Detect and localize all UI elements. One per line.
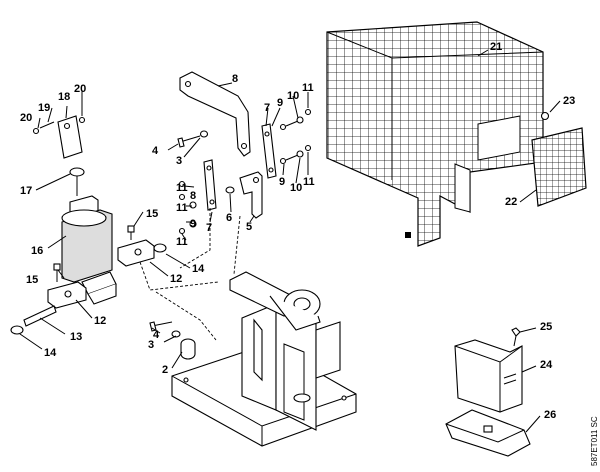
leader-lines xyxy=(19,49,561,433)
callout-4-upper: 4 xyxy=(152,145,159,157)
callout-3-upper: 3 xyxy=(176,155,182,167)
washer-part-3-lower xyxy=(171,330,181,338)
ring-part-14-right xyxy=(153,243,167,253)
callout-10-upper: 10 xyxy=(287,90,299,102)
mesh-panel-part-22 xyxy=(531,127,587,207)
callout-22: 22 xyxy=(505,196,517,208)
callout-17: 17 xyxy=(20,185,32,197)
callout-9-c: 9 xyxy=(279,176,285,188)
callout-3-lower: 3 xyxy=(148,339,154,351)
callout-15-right: 15 xyxy=(146,208,158,220)
callout-20-right: 20 xyxy=(74,83,86,95)
link-plate-part-7-upper xyxy=(261,123,277,179)
callout-14-left: 14 xyxy=(44,347,57,359)
callout-13: 13 xyxy=(70,331,82,343)
callout-9-a: 9 xyxy=(190,218,196,230)
nut-part-17 xyxy=(69,167,85,196)
cylinder-part-16 xyxy=(61,195,117,305)
callout-9-b: 9 xyxy=(277,97,283,109)
callout-26: 26 xyxy=(544,409,556,421)
callout-10-lower: 10 xyxy=(290,182,302,194)
callout-20-left: 20 xyxy=(20,112,32,124)
callout-11-c: 11 xyxy=(176,236,188,248)
callout-16: 16 xyxy=(31,245,43,257)
callout-18: 18 xyxy=(58,91,70,103)
callout-8-lower: 8 xyxy=(190,190,196,202)
screw-part-4-lower xyxy=(149,321,173,332)
callout-25: 25 xyxy=(540,321,552,333)
callout-7-upper: 7 xyxy=(264,102,270,114)
callout-5: 5 xyxy=(246,221,252,233)
callout-11-a: 11 xyxy=(176,182,188,194)
ring-part-14-left xyxy=(10,325,24,335)
callout-24: 24 xyxy=(540,359,553,371)
mesh-guard-part-21 xyxy=(326,21,544,247)
clamp-part-12-right xyxy=(117,239,155,267)
callout-11-upper: 11 xyxy=(302,82,314,94)
bushing-part-2 xyxy=(180,338,196,360)
link-plate-part-7-lower xyxy=(203,159,217,211)
callout-12-right: 12 xyxy=(170,273,182,285)
bracket-plate-part-8 xyxy=(179,71,251,157)
callout-11-b: 11 xyxy=(176,202,188,214)
clamp-part-12-left xyxy=(47,281,87,309)
press-frame xyxy=(241,303,341,431)
callout-labels: 8 21 23 22 20 19 18 20 17 16 15 15 12 14… xyxy=(20,41,599,466)
callout-8: 8 xyxy=(232,73,238,85)
bracket-part-5 xyxy=(239,171,263,219)
press-lever-arm xyxy=(229,271,321,331)
callout-11-lower: 11 xyxy=(303,176,315,188)
spacer-part-6 xyxy=(225,186,235,194)
pin-part-19 xyxy=(39,121,55,129)
clip-part-20 xyxy=(32,116,86,135)
screw-part-25 xyxy=(511,327,521,347)
screw-part-15-right xyxy=(127,225,135,240)
assembly-dashed-lines xyxy=(139,208,241,341)
callout-2: 2 xyxy=(162,364,168,376)
callout-15-left: 15 xyxy=(26,274,38,286)
cover-part-24 xyxy=(454,339,523,413)
callout-14-right: 14 xyxy=(192,263,205,275)
pin-part-13 xyxy=(23,305,57,327)
drawing-code: 587ET011 SC xyxy=(590,416,599,466)
cover-part-26 xyxy=(445,409,531,457)
callout-12-left: 12 xyxy=(94,315,106,327)
screw-part-4-upper xyxy=(177,130,209,148)
screws-part-9-10-11 xyxy=(178,108,312,235)
callout-23: 23 xyxy=(563,95,575,107)
nut-part-23 xyxy=(540,111,550,121)
callout-21: 21 xyxy=(490,41,502,53)
callout-6: 6 xyxy=(226,212,232,224)
callout-7-lower: 7 xyxy=(206,222,212,234)
callout-4-lower: 4 xyxy=(153,329,160,341)
bracket-part-18 xyxy=(57,115,83,159)
callout-19: 19 xyxy=(38,102,50,114)
screw-part-15-left xyxy=(53,263,61,282)
